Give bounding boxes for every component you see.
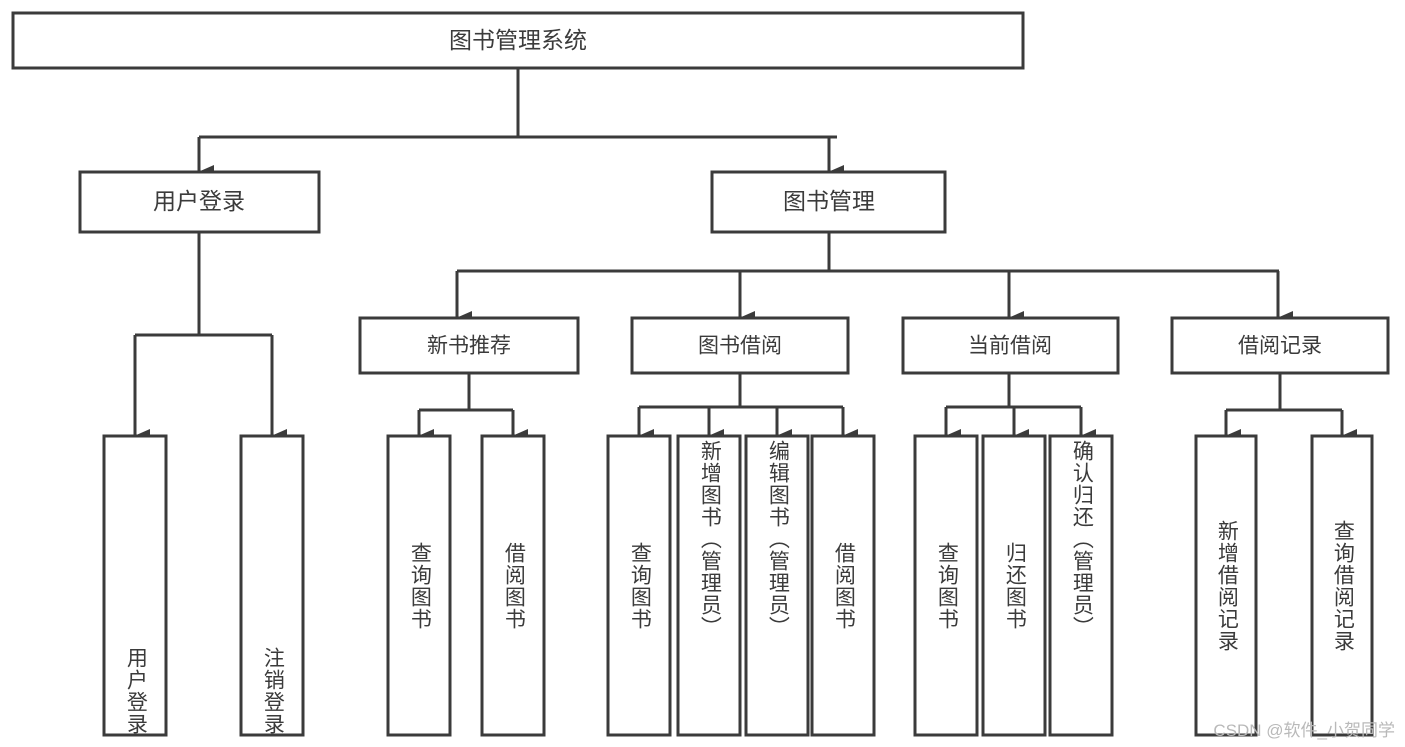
leaf-box-add-book-admin[interactable] [676,434,742,737]
node-current-borrow-label: 当前借阅 [968,335,1052,358]
node-user-login-label: 用户登录 [153,188,245,214]
connector-currentborrow-to-leaves [944,373,1096,443]
connector-root-to-level1 [197,68,844,179]
leaf-box-confirm-return-admin[interactable] [1048,434,1114,737]
connector-borrowrecord-to-leaves [1224,373,1357,443]
csdn-watermark: CSDN @软件_小贺同学 [1213,721,1395,740]
leaf-boxes [102,434,1374,737]
node-book-borrow[interactable]: 图书借阅 [630,316,850,375]
node-user-login[interactable]: 用户登录 [78,170,321,234]
leaf-box-edit-book-admin[interactable] [744,434,810,737]
leaf-box-query-book-cur[interactable] [913,434,979,737]
node-book-manage-label: 图书管理 [783,188,875,214]
node-new-book-recommend[interactable]: 新书推荐 [358,316,580,375]
node-new-book-recommend-label: 新书推荐 [427,335,511,358]
leaf-box-query-borrow-record[interactable] [1310,434,1374,737]
connector-bookborrow-to-leaves [637,373,858,443]
connector-bookmanage-to-level2 [455,232,1293,325]
leaf-box-logout-login[interactable] [239,434,305,737]
leaf-box-borrow-book[interactable] [810,434,876,737]
node-book-manage[interactable]: 图书管理 [710,170,947,234]
leaf-box-borrow-book-rec[interactable] [480,434,546,737]
connector-booklogin-to-leaves [133,232,287,443]
leaf-box-return-book[interactable] [981,434,1047,737]
leaf-box-user-login[interactable] [102,434,168,737]
leaf-box-query-book-borrow[interactable] [606,434,672,737]
node-current-borrow[interactable]: 当前借阅 [901,316,1120,375]
leaf-box-query-book-rec[interactable] [386,434,452,737]
leaf-box-add-borrow-record[interactable] [1194,434,1258,737]
connector-newbook-to-leaves [417,373,528,443]
node-root[interactable]: 图书管理系统 [11,11,1025,70]
node-borrow-record[interactable]: 借阅记录 [1170,316,1390,375]
node-root-label: 图书管理系统 [449,27,587,53]
node-book-borrow-label: 图书借阅 [698,335,782,358]
node-borrow-record-label: 借阅记录 [1238,335,1322,358]
